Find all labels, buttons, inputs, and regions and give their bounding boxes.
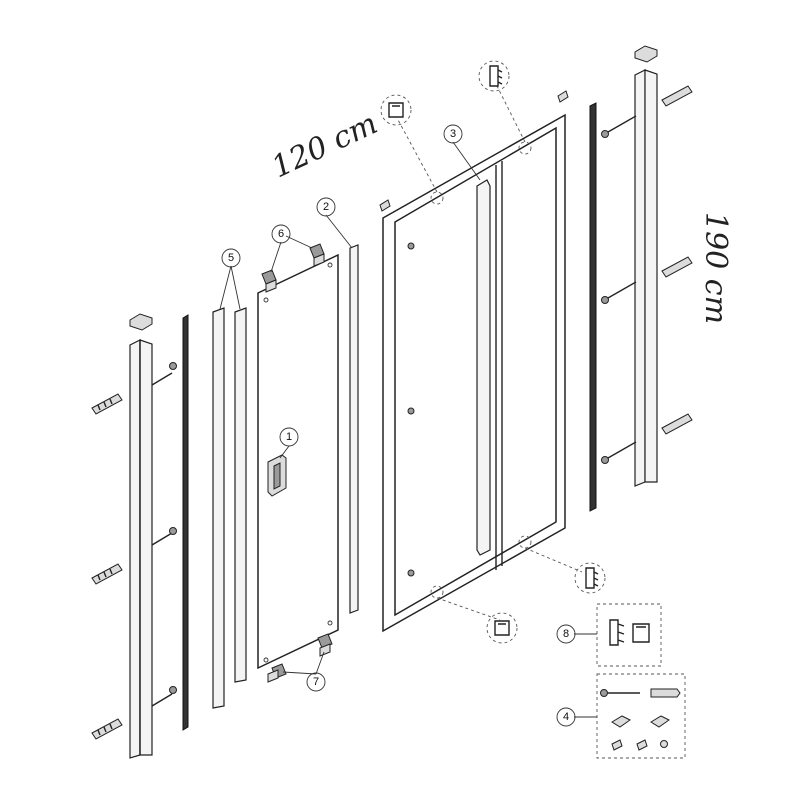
screw-icon [601, 281, 637, 304]
height-dimension-label: 190 cm [698, 212, 733, 324]
frame-clip-icon [379, 199, 391, 212]
callout-4-label: 4 [563, 711, 569, 723]
callout-3: 3 [443, 124, 463, 144]
profile-cap-icon [650, 715, 670, 728]
door-handle [267, 454, 287, 497]
callout-6-label: 6 [278, 228, 284, 240]
callout-5-label: 5 [228, 252, 234, 264]
right-wall-fixings [601, 85, 693, 464]
callout-7-label: 7 [313, 676, 319, 688]
fixed-panel-frame [379, 90, 569, 633]
callout-5: 5 [221, 248, 241, 268]
seal-profile-icon [388, 102, 404, 118]
callout-3-label: 3 [450, 128, 456, 140]
seal-profile-icon [489, 65, 503, 87]
screw-icon [151, 527, 177, 546]
seal-profile-icon [632, 623, 650, 643]
callout-2: 2 [316, 197, 336, 217]
profile-cap-icon [611, 715, 631, 728]
seal-strip-2 [349, 244, 359, 614]
wall-plug-icon [91, 563, 123, 585]
callout-1-label: 1 [286, 431, 292, 443]
callout-7: 7 [306, 672, 326, 692]
left-door-panel [257, 253, 339, 670]
screw-icon [601, 441, 637, 464]
seal-profile-icon [494, 620, 510, 636]
top-hinges [261, 243, 325, 293]
screw-icon [601, 115, 637, 138]
screw-icon [151, 362, 177, 386]
left-wall-profile [129, 313, 153, 759]
seal-profiles-box [596, 603, 662, 667]
seal-profile-icon [609, 619, 625, 646]
wall-plug-icon [91, 718, 123, 740]
bottom-hinges [267, 633, 333, 683]
callout-6: 6 [271, 224, 291, 244]
vertical-profile-3 [476, 179, 491, 556]
callout-8: 8 [556, 624, 576, 644]
fixing-kit-box [596, 673, 686, 759]
right-wall-profile [634, 45, 658, 487]
cap-icon [660, 740, 668, 748]
callout-leaders [219, 141, 597, 718]
callout-1: 1 [279, 427, 299, 447]
right-seal-strip [589, 102, 597, 512]
seal-profile-icon [585, 567, 599, 589]
wall-plug-icon [661, 256, 693, 278]
profile-cap-icon [129, 313, 153, 331]
wall-plug-icon [91, 393, 123, 415]
callout-2-label: 2 [323, 201, 329, 213]
frame-clip-icon [611, 739, 623, 751]
callout-8-label: 8 [563, 628, 569, 640]
wall-plug-icon [661, 413, 693, 435]
width-dimension-label: 120 cm [267, 106, 383, 185]
left-wall-fixings [91, 362, 177, 740]
profile-cap-icon [634, 45, 658, 63]
callout-4: 4 [556, 707, 576, 727]
wall-plug-icon [650, 688, 681, 698]
magnetic-strips [212, 307, 247, 709]
detail-bubbles [380, 60, 606, 644]
screw-icon [151, 686, 177, 707]
left-seal-strip [182, 314, 189, 731]
frame-clip-icon [557, 90, 569, 103]
wall-plug-icon [661, 85, 693, 107]
frame-clip-icon [636, 739, 648, 751]
